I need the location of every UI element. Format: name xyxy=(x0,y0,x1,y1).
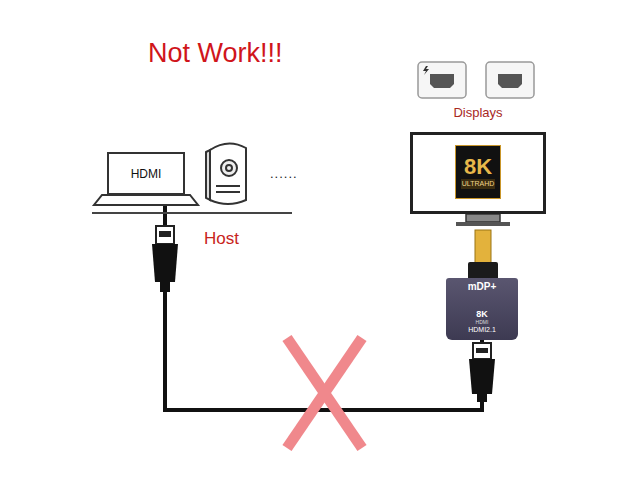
ellipsis-text: ...... xyxy=(270,166,298,181)
mini-dp-icons xyxy=(418,62,534,98)
node-text: mDP+ xyxy=(468,281,497,293)
node-text: ULTRAHD xyxy=(461,179,496,189)
monitor-stand xyxy=(456,214,510,226)
screen-box: HDMI xyxy=(107,152,185,195)
host-label: Host xyxy=(204,229,239,249)
node-text: HDMI xyxy=(131,167,162,181)
hdmi-cable xyxy=(165,195,482,410)
hdmi-plug-adapter xyxy=(469,343,495,402)
host-line xyxy=(92,212,292,214)
monitor-box: Displays8KULTRAHD xyxy=(410,132,546,214)
node-text: 8K xyxy=(476,309,488,319)
adapter-box: mDP+ 8KHDMIHDMI2.1 xyxy=(446,278,518,340)
warning-text: Not Work!!! xyxy=(148,38,283,69)
node-text: HDMI2.1 xyxy=(468,325,496,334)
laptop-base xyxy=(94,195,198,205)
tower-pc xyxy=(206,143,246,204)
node-text: 8K xyxy=(464,155,492,179)
logo-box: 8KULTRAHD xyxy=(455,145,501,199)
mdp-plug xyxy=(468,230,498,280)
node-text: HDMI xyxy=(476,319,489,325)
hdmi-plug-host xyxy=(152,226,178,292)
cross-mark xyxy=(287,338,362,448)
node-text: Displays xyxy=(413,105,543,120)
